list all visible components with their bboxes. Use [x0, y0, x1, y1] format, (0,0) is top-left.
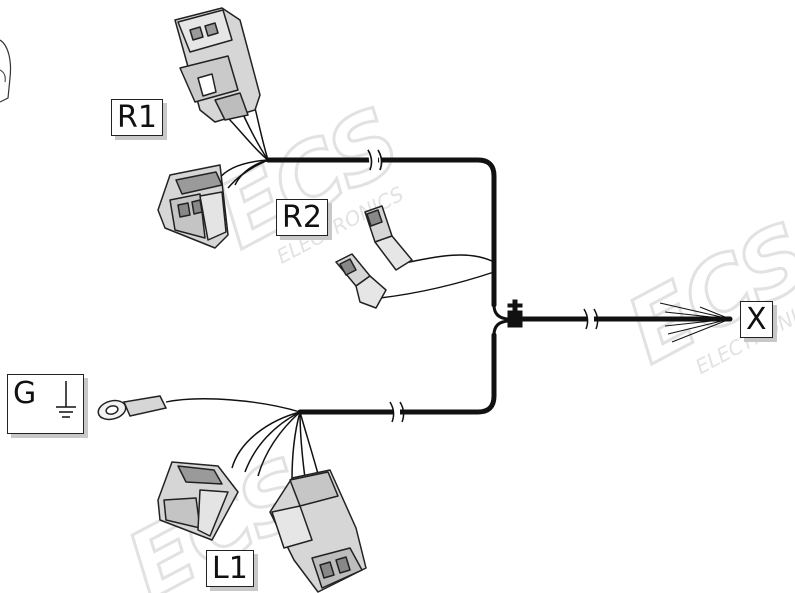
vehicle-outline-inner — [0, 69, 6, 83]
r2-connector-a — [364, 205, 413, 271]
ground-icon — [55, 381, 76, 418]
l1-connector-b — [269, 469, 367, 593]
label-r1: R1 — [111, 99, 163, 136]
l1-wires — [231, 411, 319, 481]
r1-connector-b — [157, 164, 229, 249]
cable-break-marks — [367, 149, 599, 423]
r2-connector-b — [335, 253, 387, 309]
ground-ring-terminal — [97, 395, 301, 421]
junction-splice — [492, 299, 540, 336]
vehicle-outline — [0, 39, 12, 103]
l1-connector-a — [157, 461, 239, 541]
label-r2-text: R2 — [282, 200, 322, 235]
label-g-text: G — [13, 376, 37, 411]
label-r2: R2 — [276, 199, 328, 236]
label-x: X — [740, 301, 773, 338]
x-fanout-wires — [659, 302, 731, 343]
label-g: G — [7, 374, 84, 434]
label-l1: L1 — [206, 550, 254, 587]
r1-connector-a — [174, 7, 261, 123]
label-r1-text: R1 — [117, 100, 157, 135]
label-x-text: X — [746, 302, 767, 337]
label-l1-text: L1 — [212, 551, 248, 586]
